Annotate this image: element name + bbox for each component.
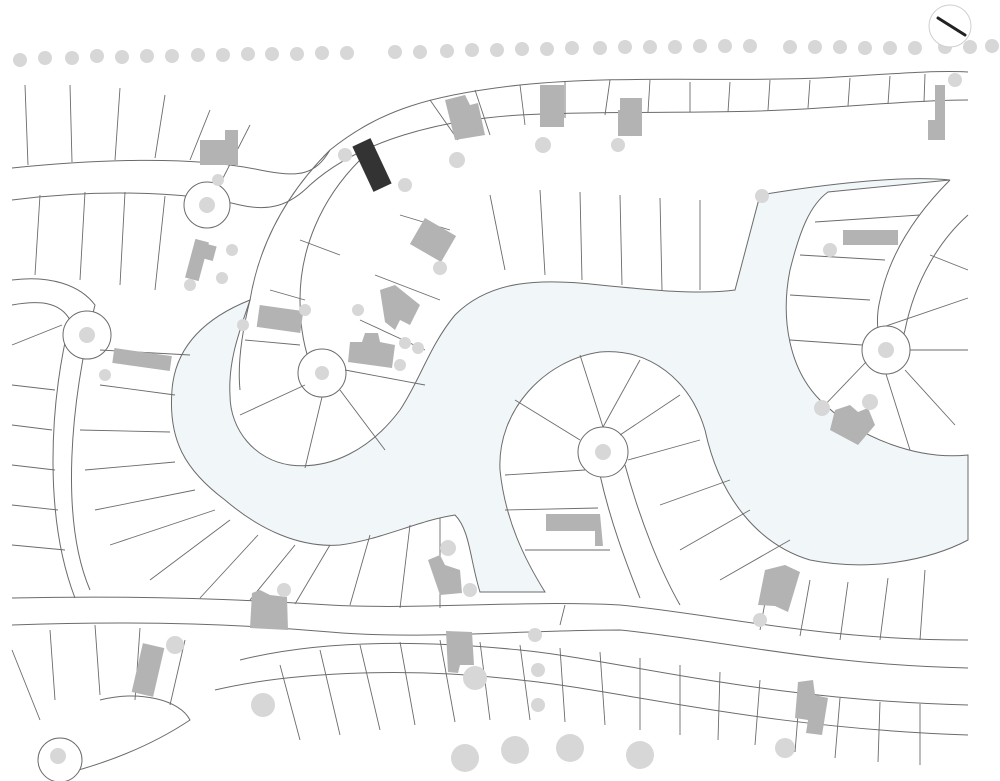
building bbox=[843, 230, 898, 245]
building bbox=[445, 95, 485, 140]
trees bbox=[13, 39, 999, 772]
building bbox=[250, 590, 288, 630]
buildings bbox=[112, 85, 945, 735]
building bbox=[203, 243, 217, 262]
building bbox=[546, 514, 603, 546]
tree-row-top bbox=[13, 39, 999, 67]
building bbox=[618, 98, 642, 136]
building bbox=[200, 130, 238, 165]
building-highlighted bbox=[352, 138, 392, 192]
lot-lines bbox=[11, 73, 969, 765]
building bbox=[131, 643, 165, 697]
building bbox=[380, 285, 420, 330]
building bbox=[830, 405, 875, 445]
building bbox=[758, 565, 800, 612]
north-arrow-icon bbox=[928, 4, 972, 48]
building bbox=[928, 85, 945, 140]
building bbox=[348, 333, 395, 368]
building bbox=[795, 680, 828, 735]
building bbox=[112, 348, 172, 371]
building bbox=[428, 555, 462, 595]
building bbox=[540, 85, 564, 127]
building bbox=[256, 305, 304, 333]
building bbox=[409, 218, 457, 262]
building bbox=[446, 631, 474, 673]
building bbox=[185, 238, 209, 282]
